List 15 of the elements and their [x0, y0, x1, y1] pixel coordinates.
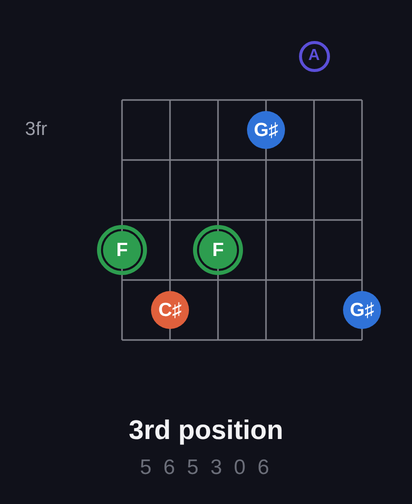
open-string-marker — [298, 40, 330, 72]
note-name: A — [308, 48, 320, 64]
note-dot — [343, 291, 381, 329]
note-dot — [151, 291, 189, 329]
note-name: G♯ — [254, 120, 278, 140]
root-note-dot — [97, 225, 147, 275]
note-name: F — [116, 240, 128, 260]
fret-number: 3fr — [25, 119, 48, 141]
chart-title: 3rd position — [128, 414, 284, 446]
note-name: G♯ — [350, 300, 374, 320]
note-name: C♯ — [158, 300, 182, 320]
root-note-dot — [193, 225, 243, 275]
fingering-numbers: 5 6 5 3 0 6 — [140, 456, 272, 480]
note-dot — [247, 111, 285, 149]
note-name: F — [212, 240, 224, 260]
